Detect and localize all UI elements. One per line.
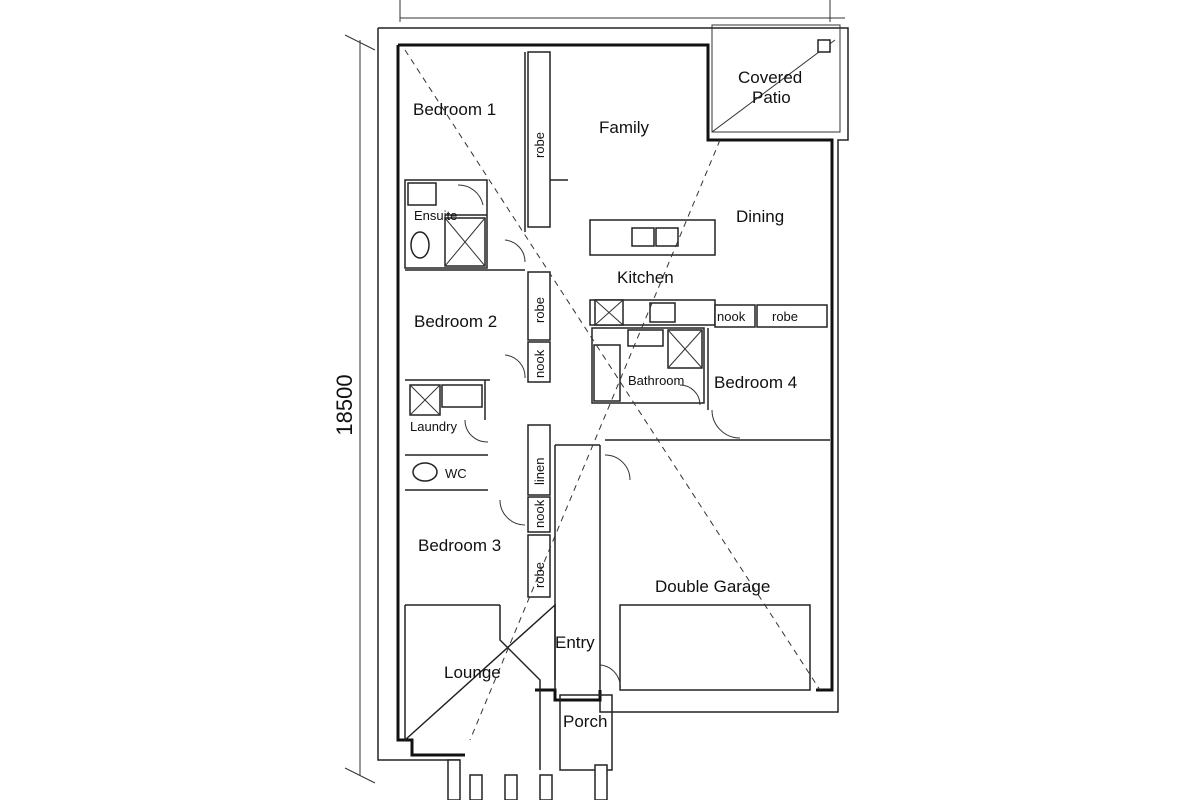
room-label-bedroom2: Bedroom 2 — [414, 312, 497, 331]
room-label-wc: WC — [445, 466, 467, 481]
room-label-entry: Entry — [555, 633, 595, 652]
section-lines — [404, 49, 821, 741]
room-label-bathroom: Bathroom — [628, 373, 684, 388]
label-nook-bed2: nook — [532, 349, 547, 378]
label-nook-kitchen: nook — [717, 309, 746, 324]
room-label-family: Family — [599, 118, 650, 137]
label-linen: linen — [532, 458, 547, 485]
label-robe-bed2: robe — [532, 297, 547, 323]
external-walls — [396, 43, 834, 757]
room-label-dining: Dining — [736, 207, 784, 226]
room-label-covered-patio-1: Covered — [738, 68, 802, 87]
room-label-bedroom3: Bedroom 3 — [418, 536, 501, 555]
dimension-lines — [344, 0, 845, 784]
label-nook-hall: nook — [532, 499, 547, 528]
room-label-laundry: Laundry — [410, 419, 457, 434]
label-robe-bed1: robe — [532, 132, 547, 158]
label-robe-bed4: robe — [772, 309, 798, 324]
room-label-lounge: Lounge — [444, 663, 501, 682]
door-swings — [457, 184, 741, 691]
label-robe-bed3: robe — [532, 562, 547, 588]
room-label-kitchen: Kitchen — [617, 268, 674, 287]
room-label-covered-patio-2: Patio — [752, 88, 791, 107]
room-label-bedroom4: Bedroom 4 — [714, 373, 797, 392]
dimension-label: 18500 — [332, 374, 357, 435]
room-label-porch: Porch — [563, 712, 607, 731]
room-label-double-garage: Double Garage — [655, 577, 770, 596]
room-label-bedroom1: Bedroom 1 — [413, 100, 496, 119]
room-label-ensuite: Ensuite — [414, 208, 457, 223]
covered-patio — [711, 24, 841, 133]
internal-walls — [404, 51, 830, 800]
eaves-outline — [377, 27, 849, 761]
